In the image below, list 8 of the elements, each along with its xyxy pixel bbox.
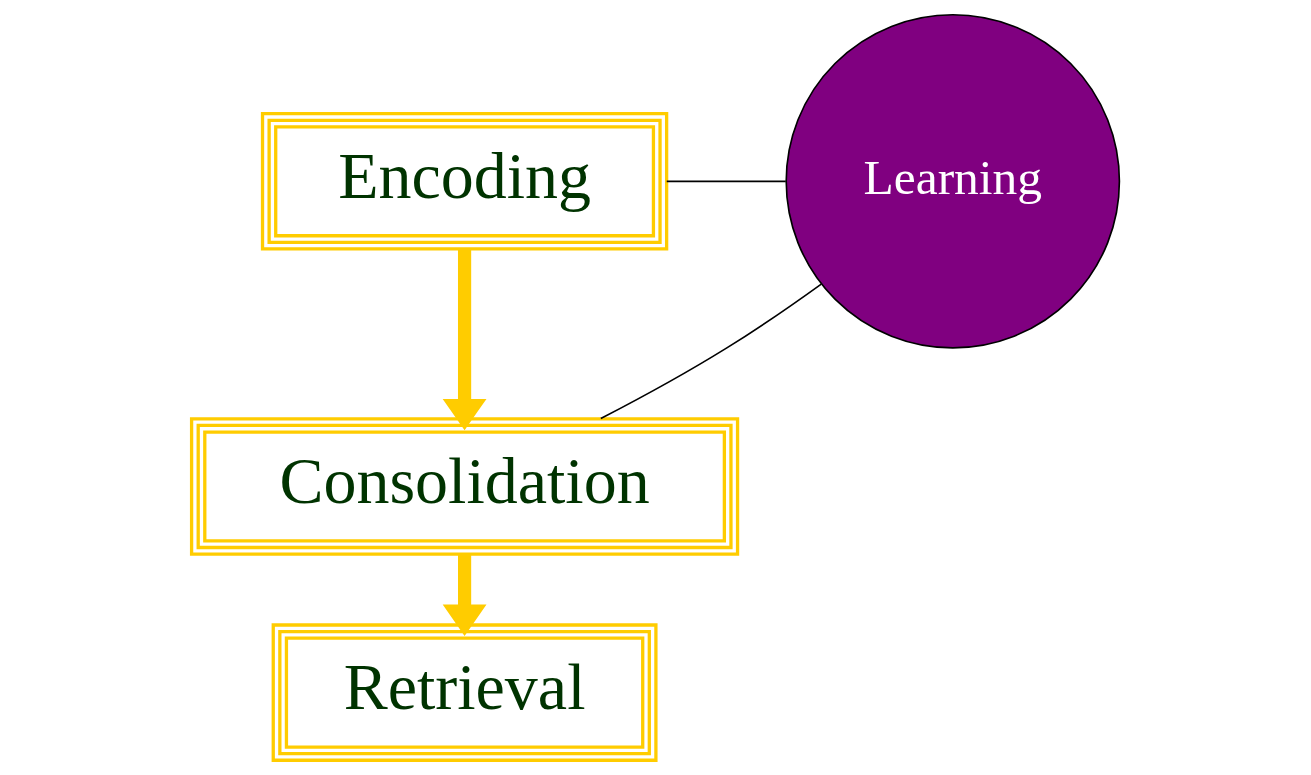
node-box: Encoding — [260, 112, 669, 251]
arrow — [442, 554, 487, 636]
connector — [665, 180, 787, 183]
node-circle: Learning — [785, 13, 1121, 349]
node-box: Consolidation — [189, 417, 740, 556]
arrow — [442, 249, 487, 431]
connector — [600, 283, 823, 420]
node-box: Retrieval — [271, 623, 658, 762]
